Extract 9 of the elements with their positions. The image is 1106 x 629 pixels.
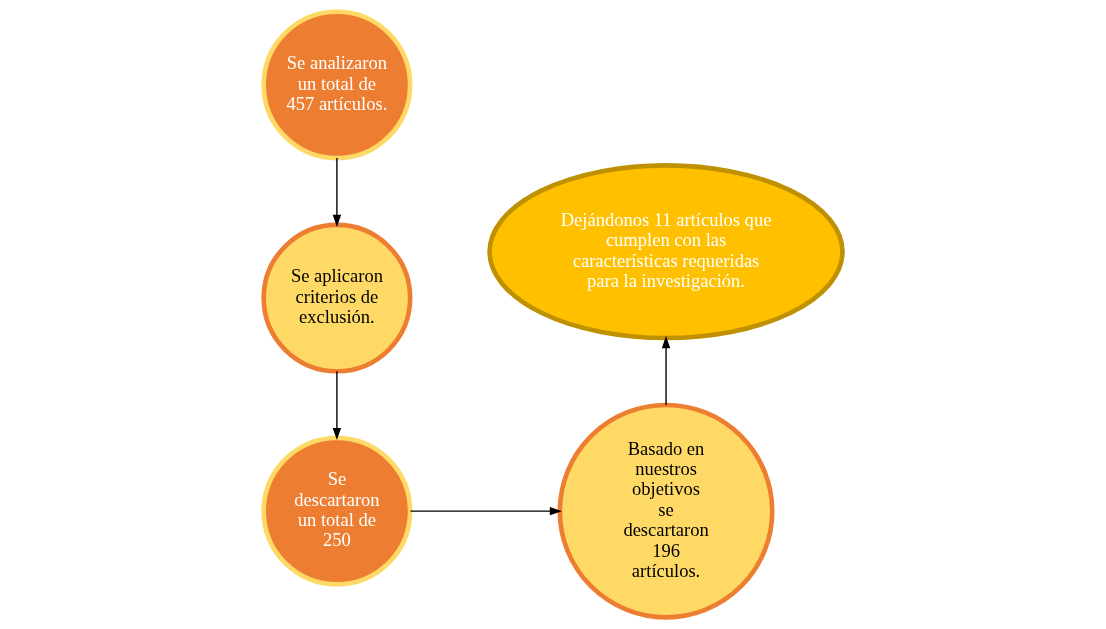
- arrow: [332, 370, 342, 440]
- arrow: [332, 157, 342, 227]
- node-circle: Se aplicaron criterios de exclusión.: [261, 222, 413, 374]
- node-circle: Se descartaron un total de 250: [261, 435, 413, 587]
- arrow: [409, 506, 562, 516]
- node-circle: Se analizaron un total de 457 artículos.: [261, 9, 413, 161]
- node-circle: Basado en nuestros objetivos se descartaron 196 artículos.: [557, 402, 775, 620]
- node-ellipse: Dejándonos 11 artículos que cumplen con las características requeridas para la investigación.: [487, 163, 845, 341]
- arrow: [661, 336, 671, 406]
